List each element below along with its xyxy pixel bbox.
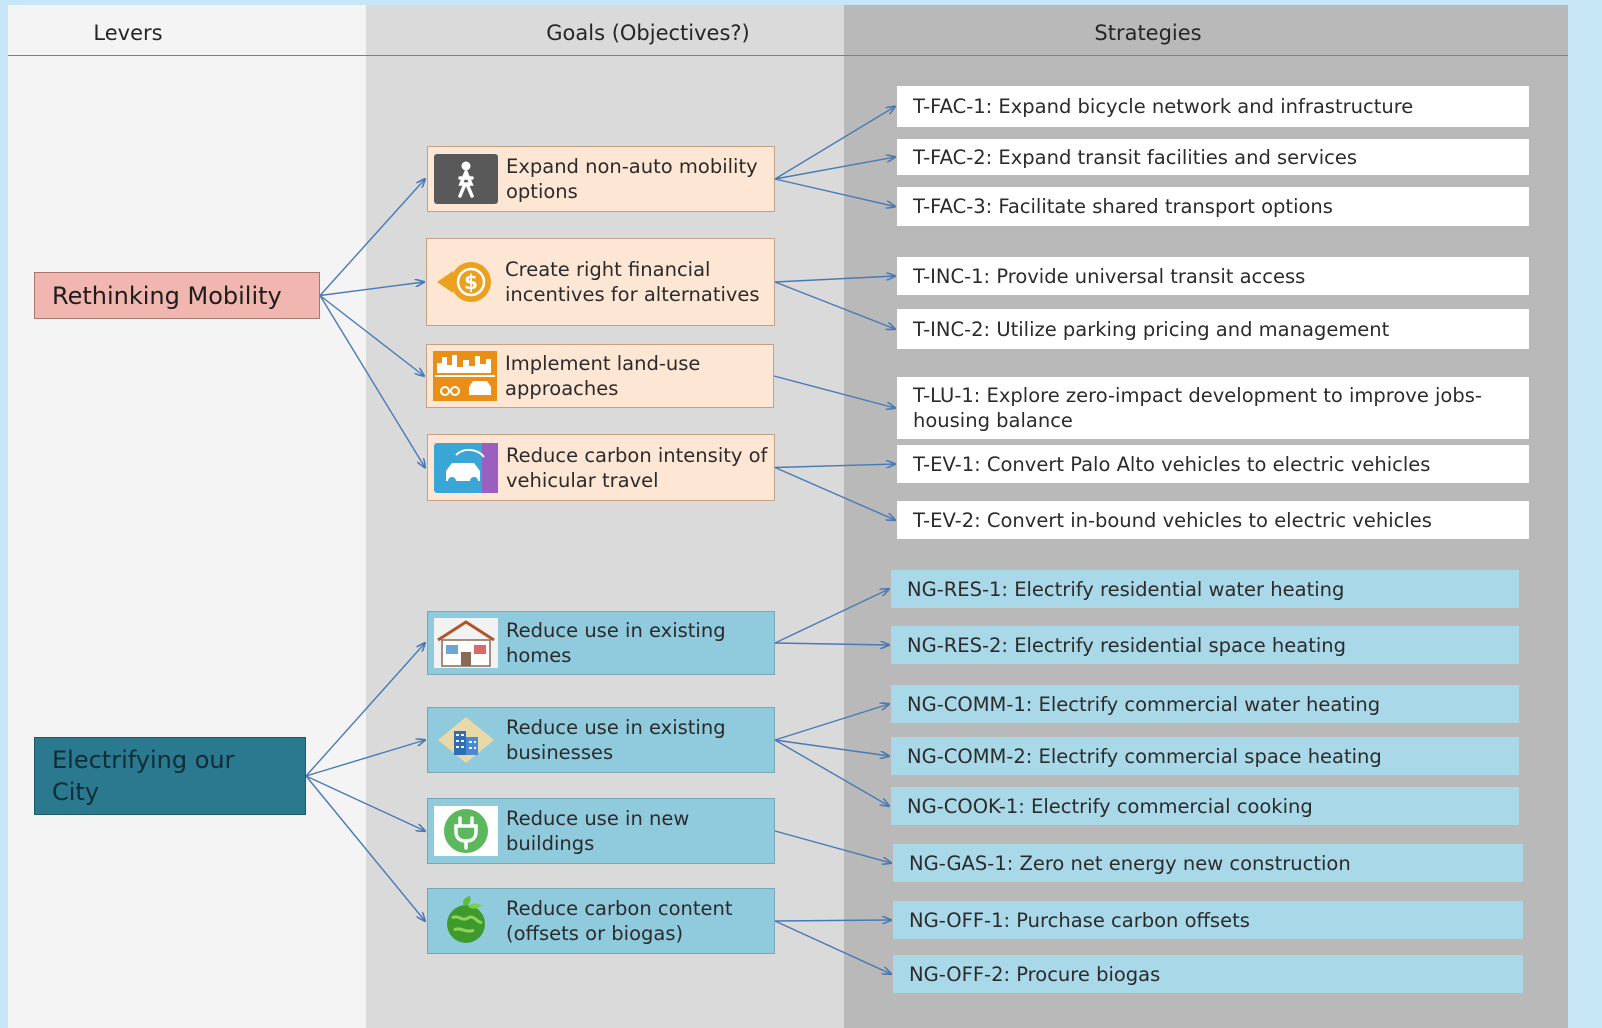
strategy-ng-cook-1: NG-COOK-1: Electrify commercial cooking [891,787,1519,825]
strategies-header: Strategies [1094,21,1202,45]
strategy-t-inc-1: T-INC-1: Provide universal transit acces… [897,257,1529,295]
goal-label: Reduce carbon content (offsets or biogas… [506,897,733,945]
green-globe-icon [447,896,485,943]
strategy-t-lu-1: T-LU-1: Explore zero-impact development … [897,377,1529,439]
lever-to-goal-arrow [305,740,425,777]
strategy-label: NG-GAS-1: Zero net energy new constructi… [909,851,1351,875]
goal-label: Reduce carbon intensity of vehicular tra… [506,443,768,492]
strategy-t-fac-3: T-FAC-3: Facilitate shared transport opt… [897,187,1529,226]
goal-to-strategy-arrow [774,178,895,207]
strategy-t-ev-1: T-EV-1: Convert Palo Alto vehicles to el… [897,445,1529,483]
strategy-label: T-FAC-3: Facilitate shared transport opt… [913,195,1333,218]
strategy-ng-res-2: NG-RES-2: Electrify residential space he… [891,626,1519,664]
strategy-label: NG-OFF-2: Procure biogas [909,962,1161,986]
goal-to-strategy-arrow [774,920,891,974]
goal-to-strategy-arrow [773,375,895,408]
goal-to-strategy-arrow [774,589,889,644]
goal-new-buildings: Reduce use in new buildings [427,798,775,864]
strategy-t-fac-1: T-FAC-1: Expand bicycle network and infr… [897,86,1529,127]
strategy-label: NG-RES-1: Electrify residential water he… [907,577,1345,601]
strategy-t-fac-2: T-FAC-2: Expand transit facilities and s… [897,139,1529,175]
strategy-label: NG-COMM-1: Electrify commercial water he… [907,692,1381,716]
strategy-label: T-INC-1: Provide universal transit acces… [913,264,1306,288]
levers-header: Levers [93,21,163,45]
svg-text:$: $ [464,270,478,294]
goal-to-strategy-arrow [774,157,895,180]
goal-to-strategy-arrow [774,920,891,921]
lever-electrifying-our-city: Electrifying our City [34,737,306,815]
pedestrian-icon [434,154,498,204]
goal-label: Create right financial incentives for al… [505,258,760,306]
goal-expand-non-auto-mobility: Expand non-auto mobility options [427,146,775,212]
goal-label: Expand non-auto mobility options [506,155,758,203]
lever-to-goal-arrow [319,282,424,297]
goal-to-strategy-arrow [774,643,889,645]
strategy-label: T-LU-1: Explore zero-impact development … [913,384,1482,432]
strategy-ng-comm-1: NG-COMM-1: Electrify commercial water he… [891,685,1519,723]
goal-to-strategy-arrow [774,276,895,283]
strategy-ng-gas-1: NG-GAS-1: Zero net energy new constructi… [893,844,1523,882]
strategy-label: T-INC-2: Utilize parking pricing and man… [913,317,1390,341]
goal-carbon-intensity-vehicles: Reduce carbon intensity of vehicular tra… [427,434,775,501]
strategy-ng-comm-2: NG-COMM-2: Electrify commercial space he… [891,737,1519,775]
strategy-t-ev-2: T-EV-2: Convert in-bound vehicles to ele… [897,501,1529,539]
strategy-label: T-EV-1: Convert Palo Alto vehicles to el… [913,452,1431,476]
strategy-label: NG-COMM-2: Electrify commercial space he… [907,744,1382,768]
goal-existing-businesses: Reduce use in existing businesses [427,707,775,773]
goal-to-strategy-arrow [774,739,889,756]
lever-label: Rethinking Mobility [52,281,282,310]
goal-to-strategy-arrow [774,466,895,521]
goal-to-strategy-arrow [774,464,895,468]
strategy-label: NG-RES-2: Electrify residential space he… [907,633,1347,657]
goals-header: Goals (Objectives?) [546,21,750,45]
lever-to-goal-arrow [319,294,424,377]
strategy-label: T-FAC-1: Expand bicycle network and infr… [913,95,1414,118]
office-building-icon [438,717,494,763]
goal-label: Implement land-use approaches [505,352,701,400]
lever-rethinking-mobility: Rethinking Mobility [34,272,320,319]
strategy-t-inc-2: T-INC-2: Utilize parking pricing and man… [897,309,1529,349]
strategy-ng-off-2: NG-OFF-2: Procure biogas [893,955,1523,993]
strategy-ng-res-1: NG-RES-1: Electrify residential water he… [891,570,1519,608]
goal-to-strategy-arrow [774,281,895,329]
goal-to-strategy-arrow [774,830,891,863]
lever-to-goal-arrow [305,775,425,921]
goal-land-use: Implement land-use approaches [426,344,774,408]
strategy-ng-off-1: NG-OFF-1: Purchase carbon offsets [893,901,1523,939]
levers-column [8,5,366,1028]
goal-financial-incentives: $ Create right financial incentives for … [426,238,775,326]
goal-label: Reduce use in existing businesses [506,716,726,764]
connector-arrows [305,5,1568,1028]
house-icon [434,618,498,668]
electric-plug-icon [434,806,498,856]
goal-label: Reduce use in existing homes [506,619,726,667]
lever-label: Electrifying our City [52,746,235,806]
lever-to-goal-arrow [319,179,425,296]
diagram-frame: Levers Goals (Objectives?) Strategies Re… [8,5,1568,1028]
lever-to-goal-arrow [305,775,425,831]
city-skyline-icon [433,351,497,401]
strategy-label: NG-OFF-1: Purchase carbon offsets [909,908,1250,932]
electric-car-icon [434,442,498,493]
strategy-label: T-EV-2: Convert in-bound vehicles to ele… [913,508,1432,532]
goal-to-strategy-arrow [774,739,889,806]
goal-to-strategy-arrow [774,107,895,180]
lever-to-goal-arrow [305,643,425,777]
strategy-label: NG-COOK-1: Electrify commercial cooking [907,794,1313,818]
dollar-coin-icon: $ [437,262,491,302]
goal-existing-homes: Reduce use in existing homes [427,611,775,675]
goal-to-strategy-arrow [774,704,889,741]
strategy-label: T-FAC-2: Expand transit facilities and s… [913,145,1358,169]
lever-to-goal-arrow [319,295,425,468]
goal-carbon-content: Reduce carbon content (offsets or biogas… [427,888,775,954]
goal-label: Reduce use in new buildings [506,807,690,855]
header-divider [8,55,1568,56]
